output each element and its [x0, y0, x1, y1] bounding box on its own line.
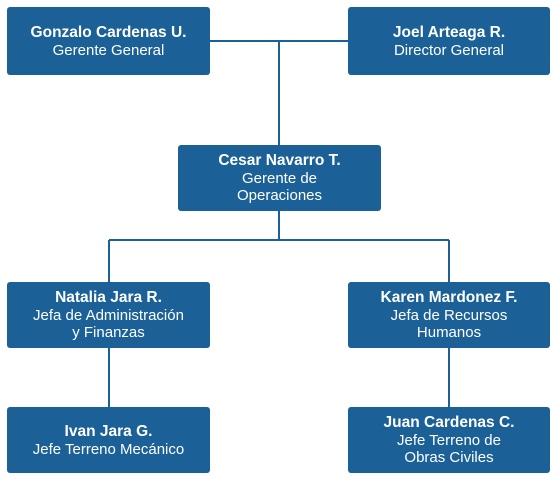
- node-name: Cesar Navarro T.: [218, 152, 341, 169]
- node-name: Ivan Jara G.: [64, 422, 153, 440]
- node-gonzalo-cardenas: Gonzalo Cardenas U. Gerente General: [7, 7, 210, 75]
- node-role-line-2: Operaciones: [236, 187, 323, 204]
- node-name: Juan Cardenas C.: [383, 414, 515, 431]
- node-role: Gerente General: [52, 41, 165, 59]
- node-role: Director General: [393, 41, 505, 59]
- node-role: Jefe Terreno Mecánico: [32, 440, 185, 458]
- node-role-line-2: Humanos: [416, 324, 482, 341]
- node-cesar-navarro: Cesar Navarro T. Gerente de Operaciones: [178, 145, 381, 211]
- node-role-line-1: Gerente de: [241, 170, 318, 187]
- node-role-line-1: Jefe Terreno de: [397, 432, 501, 449]
- node-ivan-jara: Ivan Jara G. Jefe Terreno Mecánico: [7, 407, 210, 473]
- node-name: Gonzalo Cardenas U.: [30, 23, 187, 41]
- node-natalia-jara: Natalia Jara R. Jefa de Administración y…: [7, 282, 210, 348]
- node-role-line-1: Jefa de Administración: [33, 307, 184, 324]
- node-role-line-2: Obras Civiles: [404, 449, 494, 466]
- node-karen-mardonez: Karen Mardonez F. Jefa de Recursos Human…: [348, 282, 550, 348]
- node-joel-arteaga: Joel Arteaga R. Director General: [348, 7, 550, 75]
- node-juan-cardenas: Juan Cardenas C. Jefe Terreno de Obras C…: [348, 407, 550, 473]
- node-role-line-2: y Finanzas: [72, 324, 145, 341]
- node-name: Karen Mardonez F.: [380, 289, 518, 306]
- node-name: Joel Arteaga R.: [392, 23, 506, 41]
- node-role-line-1: Jefa de Recursos: [390, 307, 508, 324]
- node-name: Natalia Jara R.: [55, 289, 162, 306]
